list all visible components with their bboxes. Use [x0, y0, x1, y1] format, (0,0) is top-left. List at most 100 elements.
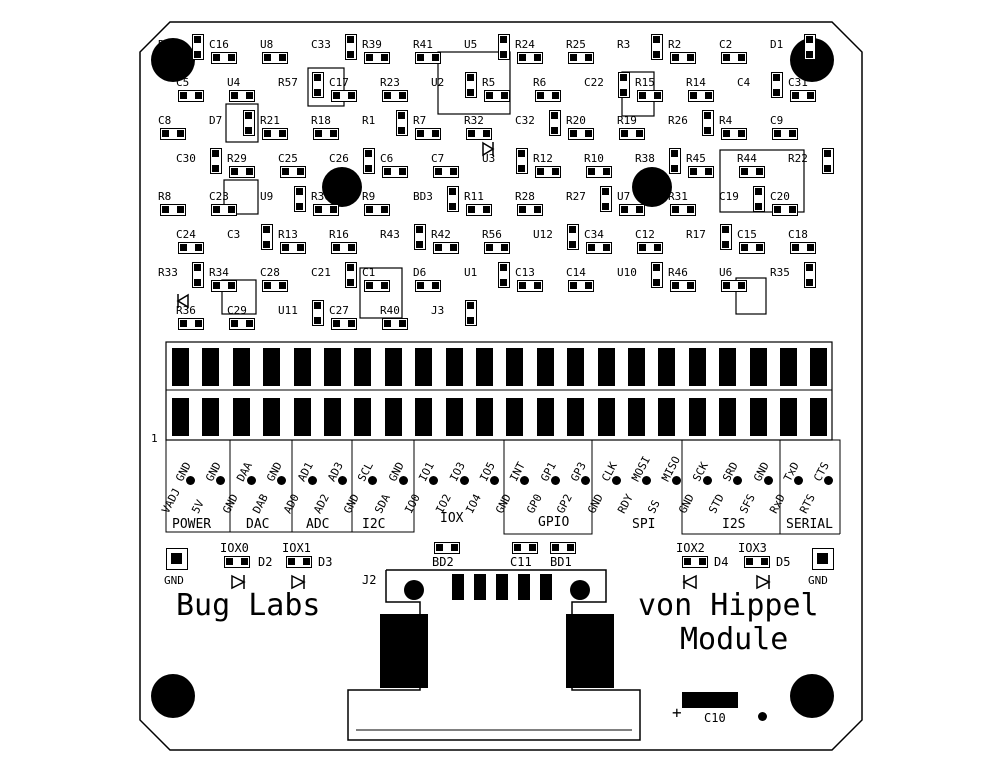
ref-designator: U1 — [464, 266, 478, 279]
ref-designator: D7 — [209, 114, 223, 127]
ref-designator: BD3 — [413, 190, 433, 203]
label-bd2: BD2 — [432, 555, 454, 569]
connector-pin — [749, 398, 767, 436]
ref-designator: R20 — [566, 114, 586, 127]
smd-footprint — [670, 52, 696, 64]
connector-pin — [628, 398, 645, 436]
connector-pin — [506, 398, 524, 436]
pin-dot — [186, 476, 195, 485]
pin-dot — [672, 476, 682, 485]
smd-footprint — [651, 34, 663, 60]
smd-footprint — [345, 34, 357, 60]
ref-designator: R22 — [788, 152, 808, 165]
ref-designator: U9 — [260, 190, 274, 203]
ref-designator: U5 — [464, 38, 478, 51]
smd-footprint — [721, 52, 747, 64]
ref-designator: C23 — [209, 190, 229, 203]
pin-dot — [702, 476, 712, 485]
connector-pin — [719, 398, 737, 436]
smd-footprint — [415, 280, 441, 292]
ref-designator: U8 — [260, 38, 274, 51]
smd-footprint — [484, 242, 510, 254]
smd-footprint — [790, 90, 816, 102]
part-bd1 — [550, 542, 576, 554]
smd-footprint — [619, 128, 645, 140]
ref-designator: R18 — [311, 114, 331, 127]
ref-designator: R41 — [413, 38, 433, 51]
ref-designator: R33 — [158, 266, 178, 279]
ref-designator: C33 — [311, 38, 331, 51]
connector-pin — [354, 398, 372, 436]
label-d2: D2 — [258, 555, 273, 569]
smd-footprint — [568, 52, 594, 64]
ref-designator: C24 — [176, 228, 196, 241]
part-bd2 — [434, 542, 460, 554]
pin-dot — [277, 476, 287, 485]
ref-designator: R45 — [686, 152, 706, 165]
smd-footprint — [160, 204, 186, 216]
ref-designator: R39 — [362, 38, 382, 51]
ref-designator: R13 — [278, 228, 298, 241]
ref-designator: R29 — [227, 152, 247, 165]
ref-designator: C31 — [788, 76, 808, 89]
smd-footprint — [313, 128, 339, 140]
ref-designator: R36 — [176, 304, 196, 317]
led-iox3 — [744, 556, 770, 568]
brand-text: Bug Labs — [176, 588, 321, 623]
smd-footprint — [517, 204, 543, 216]
ref-designator: C18 — [788, 228, 808, 241]
group-power: POWER — [172, 517, 212, 532]
connector-pin — [324, 348, 341, 386]
ref-designator: R25 — [566, 38, 586, 51]
smd-footprint — [433, 242, 459, 254]
connector-pin — [476, 348, 493, 386]
connector-pin — [567, 398, 585, 436]
label-c11: C11 — [510, 555, 532, 569]
smd-footprint — [382, 90, 408, 102]
connector-pin — [445, 398, 463, 436]
ref-designator: C8 — [158, 114, 172, 127]
part-c11 — [512, 542, 538, 554]
smd-footprint — [753, 186, 765, 212]
ref-designator: J3 — [431, 304, 445, 317]
smd-footprint — [466, 128, 492, 140]
connector-pin — [384, 398, 402, 436]
connector-pin — [536, 348, 554, 386]
smd-footprint — [535, 166, 561, 178]
ref-designator: R1 — [362, 114, 376, 127]
connector-pin — [384, 348, 402, 386]
smd-footprint — [637, 90, 663, 102]
smd-footprint — [619, 204, 645, 216]
ref-designator: C12 — [635, 228, 655, 241]
ref-designator: C17 — [329, 76, 349, 89]
pin-dot — [611, 476, 621, 485]
connector-pin — [415, 398, 433, 436]
label-iox0: IOX0 — [220, 541, 249, 555]
pin-dot — [581, 476, 591, 485]
via — [758, 712, 767, 721]
ref-designator: R4 — [719, 114, 733, 127]
label-j2: J2 — [362, 573, 377, 587]
group-serial: SERIAL — [786, 517, 833, 532]
ref-designator: R43 — [380, 228, 400, 241]
label-d4: D4 — [714, 555, 729, 569]
ref-designator: R27 — [566, 190, 586, 203]
smd-footprint — [192, 34, 204, 60]
smd-footprint — [211, 52, 237, 64]
ref-designator: C9 — [770, 114, 784, 127]
smd-footprint — [178, 90, 204, 102]
smd-footprint — [396, 110, 408, 136]
ref-designator: C28 — [260, 266, 280, 279]
smd-footprint — [567, 224, 579, 250]
smd-footprint — [586, 166, 612, 178]
smd-footprint — [720, 224, 732, 250]
smd-footprint — [688, 90, 714, 102]
ref-designator: R8 — [158, 190, 172, 203]
smd-footprint — [262, 280, 288, 292]
label-d3: D3 — [318, 555, 333, 569]
smd-footprint — [178, 318, 204, 330]
pin-dot — [429, 476, 439, 485]
label-iox3: IOX3 — [738, 541, 767, 555]
connector-pin — [810, 348, 828, 386]
